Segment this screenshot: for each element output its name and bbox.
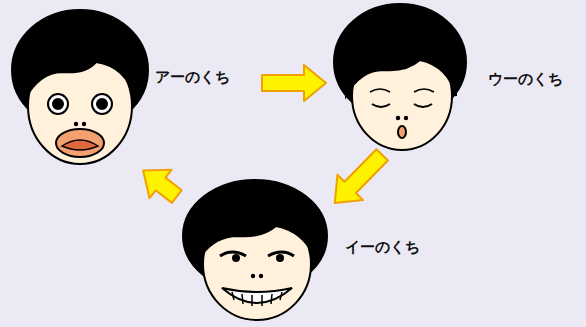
cycle-arrow <box>335 149 388 203</box>
face-node: アーのくち <box>8 8 258 168</box>
cycle-arrow <box>262 65 326 101</box>
cycle-arrow <box>143 170 182 203</box>
face-i <box>183 180 327 320</box>
mouth-label: ウーのくち <box>488 70 563 88</box>
face-a <box>12 10 148 164</box>
face-u <box>334 4 466 150</box>
mouth-label: アーのくち <box>155 68 230 86</box>
face-node: ウーのくち <box>330 2 472 152</box>
face-node: イーのくち <box>180 178 332 325</box>
mouth-label: イーのくち <box>345 238 420 256</box>
